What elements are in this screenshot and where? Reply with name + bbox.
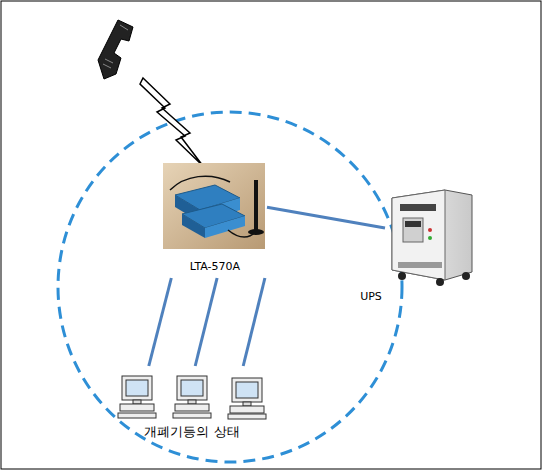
device-node: LTA-570A — [163, 160, 267, 278]
ups-node: UPS — [385, 188, 473, 288]
device-photo — [163, 163, 265, 249]
node-label: LTA-570A — [163, 260, 267, 273]
connector-line — [267, 207, 385, 228]
node-label: 개폐기등의 상태 — [112, 424, 272, 440]
node-label: UPS — [351, 290, 391, 303]
ups-cabinet — [392, 190, 472, 286]
connector-line — [149, 278, 172, 366]
connector-line — [243, 278, 265, 366]
computer-icons — [118, 376, 266, 419]
network-boundary — [58, 112, 402, 462]
phone-icon — [98, 20, 133, 79]
connector-line — [195, 278, 217, 366]
wireless-bolt — [140, 78, 203, 166]
status-group-node: 개폐기등의 상태 — [112, 366, 272, 422]
